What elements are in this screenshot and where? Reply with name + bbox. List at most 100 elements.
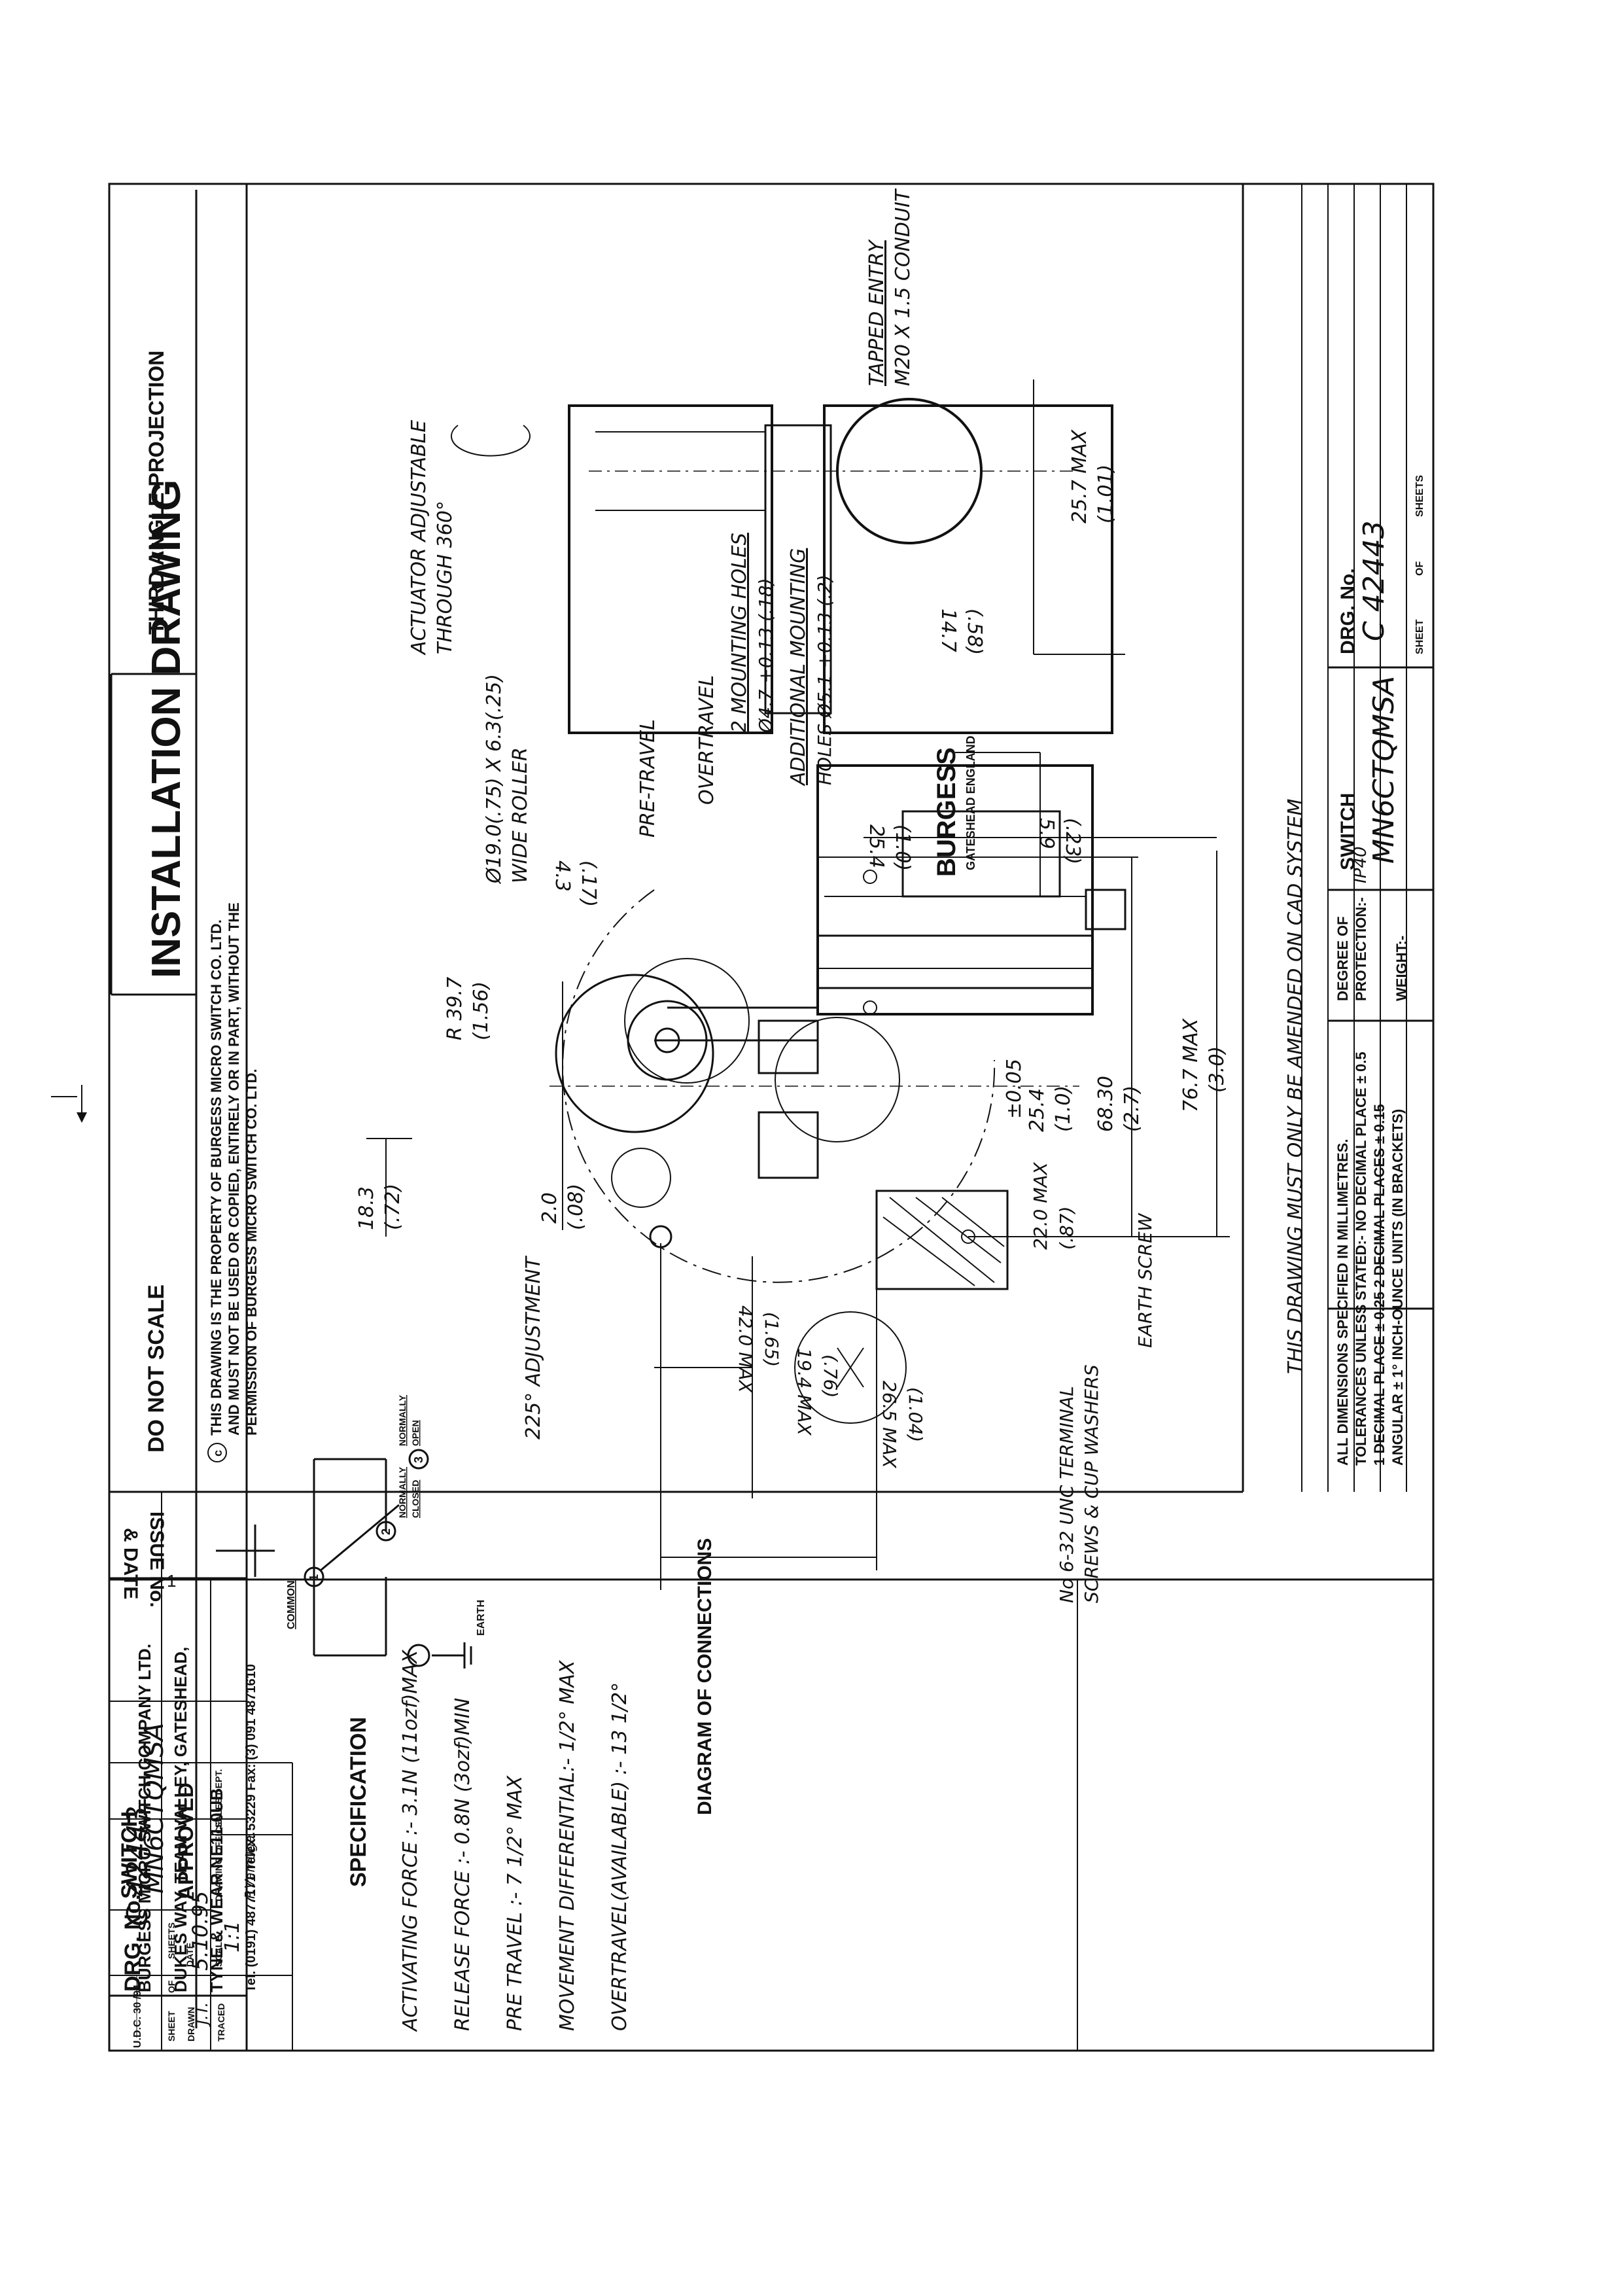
no-label-1: NORMALLY <box>397 1394 408 1446</box>
spec-line: PRE TRAVEL :- 7 1/2° MAX <box>504 1775 527 2031</box>
dim-5: 5.9 <box>1035 818 1058 849</box>
svg-text:SCREWS & CUP WASHERS: SCREWS & CUP WASHERS <box>1081 1364 1102 1603</box>
terminal-2 <box>375 1521 396 1542</box>
dim-42: 42.0 MAX <box>735 1305 756 1394</box>
connections-panel: DIAGRAM OF CONNECTIONS <box>694 1538 716 1815</box>
switch-model: MN6CTQMSA <box>1367 676 1401 864</box>
dim-4: 4.3 <box>551 860 574 892</box>
company-line-4: Tel. (0191) 4877171 Telex: 53229 Fax: (3… <box>244 1664 258 1992</box>
svg-text:(.76): (.76) <box>820 1354 841 1398</box>
dim-22: 22.0 MAX <box>1030 1161 1051 1250</box>
svg-text:(1.56): (1.56) <box>470 981 493 1040</box>
copyright-icon <box>207 1443 227 1462</box>
dim-19: 19.4 MAX <box>794 1348 815 1436</box>
dim-18: 18.3 <box>355 1186 378 1230</box>
date-label: DATE <box>184 1943 195 1967</box>
dim-r39: R 39.7 <box>444 977 466 1040</box>
svg-text:ISSUE No.: ISSUE No. <box>146 1511 167 1608</box>
dim-76: 76.7 MAX <box>1179 1017 1202 1112</box>
earth-screw: EARTH SCREW <box>1134 1212 1156 1348</box>
protection-block: DEGREE OF PROTECTION:- IP40 WEIGHT:- <box>1335 847 1410 1001</box>
brand-subtitle: GATESHEAD ENGLAND <box>964 735 977 870</box>
drawing-office-label: DRAWING OFFICE <box>213 1821 224 1901</box>
svg-text:(.08): (.08) <box>565 1184 587 1230</box>
no-label-2: OPEN <box>410 1420 421 1446</box>
annotations: 42.0 MAX (1.65) 26.5 MAX (1.04) 19.4 MAX… <box>355 533 1229 1603</box>
adjustment-label: 225° ADJUSTMENT <box>522 1255 545 1439</box>
fold-arrow-head <box>77 1112 87 1123</box>
projection-label: THIRD ANGLE PROJECTION <box>145 351 168 635</box>
svg-text:PROTECTION:-: PROTECTION:- <box>1353 897 1369 1001</box>
dim-25-7: 25.7 MAX <box>1068 429 1091 523</box>
weight-label: WEIGHT:- <box>1393 936 1410 1001</box>
spec-line: OVERTRAVEL(AVAILABLE) :- 13 1/2° <box>608 1682 631 2031</box>
svg-text:WIDE ROLLER: WIDE ROLLER <box>509 747 532 883</box>
company-line-2: DUKES WAY, TEAM VALLEY, GATESHEAD, <box>171 1647 190 1992</box>
drawn-label: DRAWN <box>186 2007 196 2041</box>
scale-label: SCALE <box>213 1936 224 1967</box>
svg-text:c: c <box>211 1450 224 1457</box>
issue-number: 1 <box>167 1571 176 1591</box>
svg-text:(.23): (.23) <box>1061 818 1084 864</box>
svg-text:(1.01): (1.01) <box>1094 465 1117 523</box>
svg-text:(1.65): (1.65) <box>761 1312 782 1367</box>
drg-no-label: DRG. No. <box>120 1894 145 1992</box>
date-value: 5.10.95 <box>188 1891 213 1971</box>
tolerance-line-2: TOLERANCES UNLESS STATED:- NO DECIMAL PL… <box>1353 1051 1369 1466</box>
switch-label: SWITCH <box>117 1811 142 1899</box>
svg-text:(1.0): (1.0) <box>1052 1086 1075 1132</box>
mounting-holes: 2 MOUNTING HOLES <box>728 533 751 733</box>
earth-terminal <box>407 1644 430 1667</box>
dim-14: 14.7 <box>937 609 960 652</box>
svg-text:SHEETS: SHEETS <box>1414 475 1425 517</box>
tolerance-line-3: 1 DECIMAL PLACE ± 0.25 2 DECIMAL PLACES … <box>1371 1104 1387 1466</box>
copyright-line-1: THIS DRAWING IS THE PROPERTY OF BURGESS … <box>208 919 224 1436</box>
svg-text:DRG. No.: DRG. No. <box>1337 568 1359 654</box>
switch-main-view: BURGESS GATESHEAD ENGLAND <box>550 735 1126 1424</box>
spec-line: MOVEMENT DIFFERENTIAL:- 1/2° MAX <box>556 1659 579 2031</box>
svg-text:2: 2 <box>379 1528 393 1535</box>
dimension-lines <box>366 752 1230 1590</box>
svg-text:OF: OF <box>1414 561 1425 576</box>
actuator-note: ACTUATOR ADJUSTABLE <box>408 420 430 656</box>
overtravel-label: OVERTRAVEL <box>695 675 718 805</box>
svg-text:THROUGH 360°: THROUGH 360° <box>434 501 457 654</box>
drg-no-value: C 42443 <box>121 1805 154 1926</box>
drg-number-box: DRG. No. C 42443 SHEET OF SHEETS <box>1337 475 1425 654</box>
traced-label: TRACED <box>216 2004 226 2041</box>
pretravel-label: PRE-TRAVEL <box>637 719 659 838</box>
drawing-office-signature: P.Vamuga. <box>242 1831 258 1899</box>
switch-value: MN6CTQMSA <box>139 1723 169 1894</box>
svg-text:(.72): (.72) <box>381 1184 404 1230</box>
company-line-3: TYNE & WEAR NE11 0UB <box>207 1788 226 1992</box>
sheet-label: SHEET <box>166 2011 177 2041</box>
company-block: U.D.C. 30 /94 <box>132 1985 143 2048</box>
svg-text:3: 3 <box>412 1457 425 1463</box>
svg-text:THIS DRAWING MUST ONLY BE AMEN: THIS DRAWING MUST ONLY BE AMENDED ON CAD… <box>1284 799 1307 1374</box>
switch-box: SWITCH MN6CTQMSA <box>1337 676 1401 870</box>
tolerances-block: ALL DIMENSIONS SPECIFIED IN MILLIMETRES.… <box>1335 1051 1406 1466</box>
svg-text:(3.0): (3.0) <box>1206 1046 1229 1093</box>
tapped-entry: TAPPED ENTRY <box>865 239 888 386</box>
dim-2: 2.0 <box>538 1192 561 1224</box>
common-label: COMMON <box>286 1580 297 1629</box>
of-label: OF <box>166 1980 177 1993</box>
brand-label: BURGESS <box>932 747 961 877</box>
copyright-line-2: AND MUST NOT BE USED OR COPIED, ENTIRELY… <box>226 902 242 1436</box>
dim-25: 25.4 <box>1026 1088 1049 1132</box>
spec-line: ACTIVATING FORCE :- 3.1N (11ozf)MAX <box>399 1649 422 2032</box>
svg-text:SHEET: SHEET <box>1414 619 1425 654</box>
svg-text:M20 X 1.5 CONDUIT: M20 X 1.5 CONDUIT <box>892 188 915 386</box>
spec-line: RELEASE FORCE :- 0.8N (3ozf)MIN <box>451 1698 474 2031</box>
svg-text:(1.04): (1.04) <box>905 1387 926 1442</box>
sheets-label: SHEETS <box>166 1922 177 1959</box>
drawing-ref: U.D.C. 30 /94 <box>132 1985 143 2048</box>
issue-label: ISSUE No. & DATE <box>120 1511 167 1608</box>
terminal-1 <box>304 1566 324 1587</box>
tolerance-line-1: ALL DIMENSIONS SPECIFIED IN MILLIMETRES. <box>1335 1139 1351 1466</box>
svg-text:& DATE: & DATE <box>120 1528 141 1599</box>
svg-text:(2.7): (2.7) <box>1121 1086 1143 1132</box>
approved-label: APPROVED <box>174 1782 198 1900</box>
roller-spec: Ø19.0(.75) X 6.3(.25) <box>483 674 506 885</box>
